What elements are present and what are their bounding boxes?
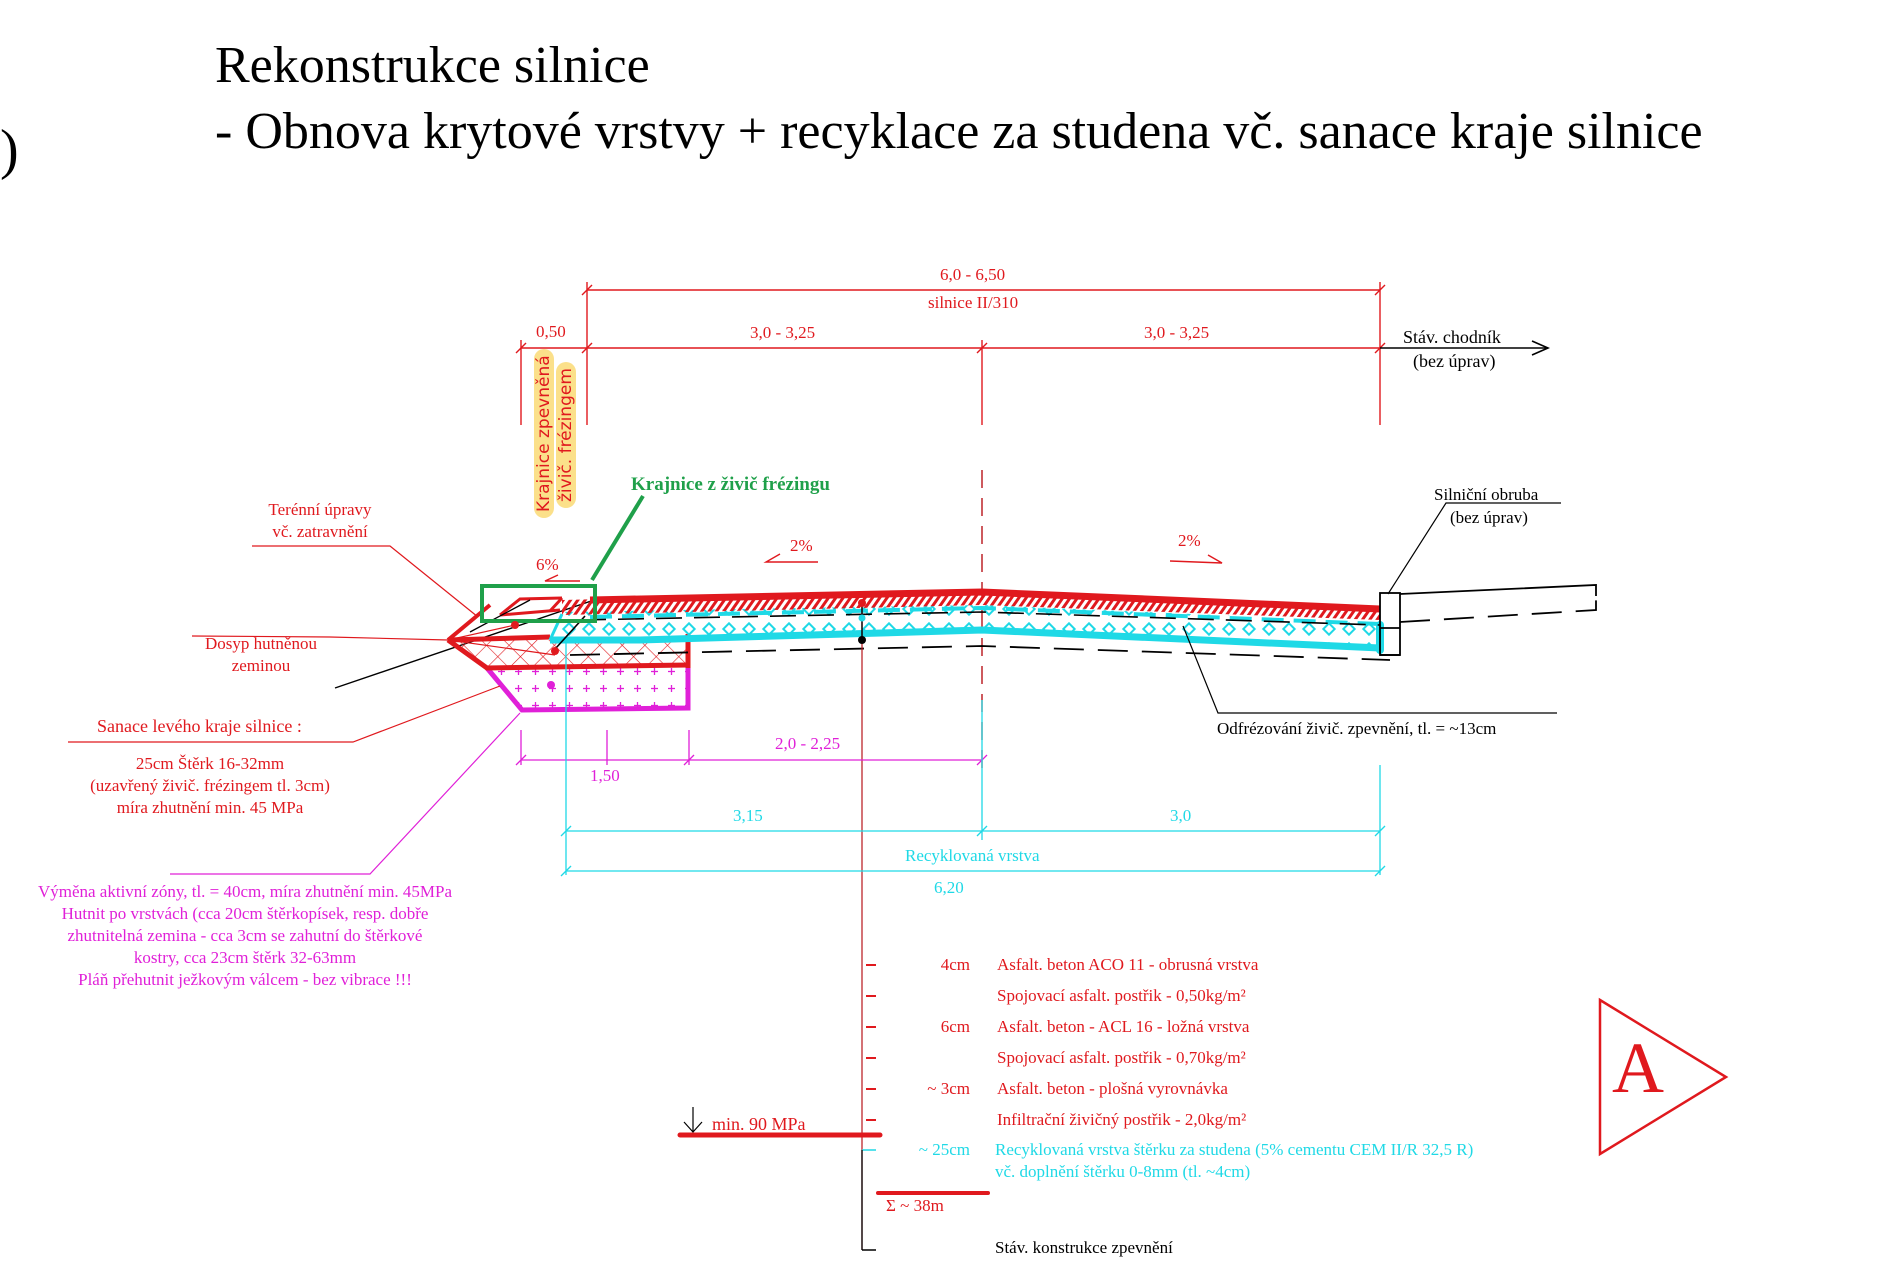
dim-total: 6,0 - 6,50 [940,265,1006,284]
fill-label-1: Dosyp hutněnou [205,634,317,653]
layer-thickness: 6cm [940,1017,970,1036]
shoulder-edge [499,596,564,617]
dimension-lines-top [515,282,1386,425]
layer-description: Asfalt. beton ACO 11 - obrusná vrstva [997,955,1259,974]
dim-magenta-right: 2,0 - 2,25 [775,734,841,753]
shoulder-green-label: Krajnice z živič frézingu [631,474,830,495]
dim-left-lane: 3,0 - 3,25 [750,323,816,342]
dimension-lines-magenta [515,730,988,766]
curb-label: Silniční obruba [1434,485,1539,504]
sanace-magenta-layer [487,665,688,710]
layer-description: vč. doplnění štěrku 0-8mm (tl. ~4cm) [995,1162,1251,1181]
fill-soil-layer [448,640,688,668]
dim-recycled-left: 3,15 [733,806,763,825]
layer-scale [866,964,876,1121]
layer-thickness: 4cm [940,955,970,974]
exchange-line-3: zhutnitelná zemina - cca 3cm se zahutní … [67,926,423,945]
slope-arrows [544,553,1223,582]
layer-description: Infiltrační živičný postřik - 2,0kg/m² [997,1110,1247,1129]
sanace-line-3: míra zhutnění min. 45 MPa [116,798,304,817]
dim-recycled-label: Recyklovaná vrstva [905,846,1040,865]
shoulder-vertical-label-1: Krajnice zpevněná [534,349,554,518]
section-marker-letter: A [1612,1028,1664,1108]
exchange-line-1: Výměna aktivní zóny, tl. = 40cm, míra zh… [37,882,453,901]
dim-recycled-right: 3,0 [1170,806,1192,825]
terrain-label-1: Terénní úpravy [268,500,372,519]
layer-thickness: ~ 25cm [918,1140,970,1159]
shoulder-highlight-box [480,584,597,623]
layer-description: Recyklovaná vrstva štěrku za studena (5%… [995,1140,1474,1159]
curb-note: (bez úprav) [1450,508,1528,527]
milling-label: Odfrézování živič. zpevnění, tl. = ~13cm [1217,719,1497,738]
layer-description: Asfalt. beton - ACL 16 - ložná vrstva [997,1017,1250,1036]
terrain-label-2: vč. zatravnění [272,522,368,541]
dim-road-name: silnice II/310 [928,293,1019,312]
shoulder-vertical-label-2: živič. frézingem [556,362,576,508]
existing-structure-label: Stáv. konstrukce zpevnění [995,1238,1173,1257]
sidewalk-arrow [1380,340,1550,356]
dim-sanace-width: 1,50 [590,766,620,785]
slope-shoulder: 6% [536,555,559,574]
dim-recycled-total: 6,20 [934,878,964,897]
slope-right: 2% [1178,531,1201,550]
exchange-line-4: kostry, cca 23cm štěrk 32-63mm [133,948,357,967]
exchange-line-5: Pláň přehutnit ježkovým válcem - bez vib… [78,970,412,989]
min-modulus-label: min. 90 MPa [712,1114,806,1134]
leader-lines [68,502,1561,875]
page-title: Rekonstrukce silnice [215,37,650,94]
exchange-line-2: Hutnit po vrstvách (cca 20cm štěrkopísek… [61,904,429,923]
fill-label-2: zeminou [231,656,291,675]
dimension-lines-cyan [560,640,1386,877]
slope-left: 2% [790,536,813,555]
sidewalk-label: Stáv. chodník [1403,327,1501,347]
dim-right-lane: 3,0 - 3,25 [1144,323,1210,342]
layer-description: Asfalt. beton - plošná vyrovnávka [997,1079,1228,1098]
layer-thickness: ~ 3cm [927,1079,970,1098]
layer-description: Spojovací asfalt. postřik - 0,70kg/m² [997,1048,1246,1067]
dim-shoulder: 0,50 [536,322,566,341]
sidewalk-note: (bez úprav) [1413,351,1496,371]
total-thickness: Σ ~ 38m [886,1196,944,1215]
page-subtitle: - Obnova krytové vrstvy + recyklace za s… [215,103,1703,160]
edge-glyph: ) [0,119,19,181]
sanace-line-1: 25cm Štěrk 16-32mm [135,754,285,773]
sanace-line-2: (uzavřený živič. frézingem tl. 3cm) [90,776,330,795]
curb [1379,584,1597,656]
layer-description: Spojovací asfalt. postřik - 0,50kg/m² [997,986,1246,1005]
sanace-title: Sanace levého kraje silnice : [97,716,302,736]
section-marker-triangle [1598,997,1729,1157]
